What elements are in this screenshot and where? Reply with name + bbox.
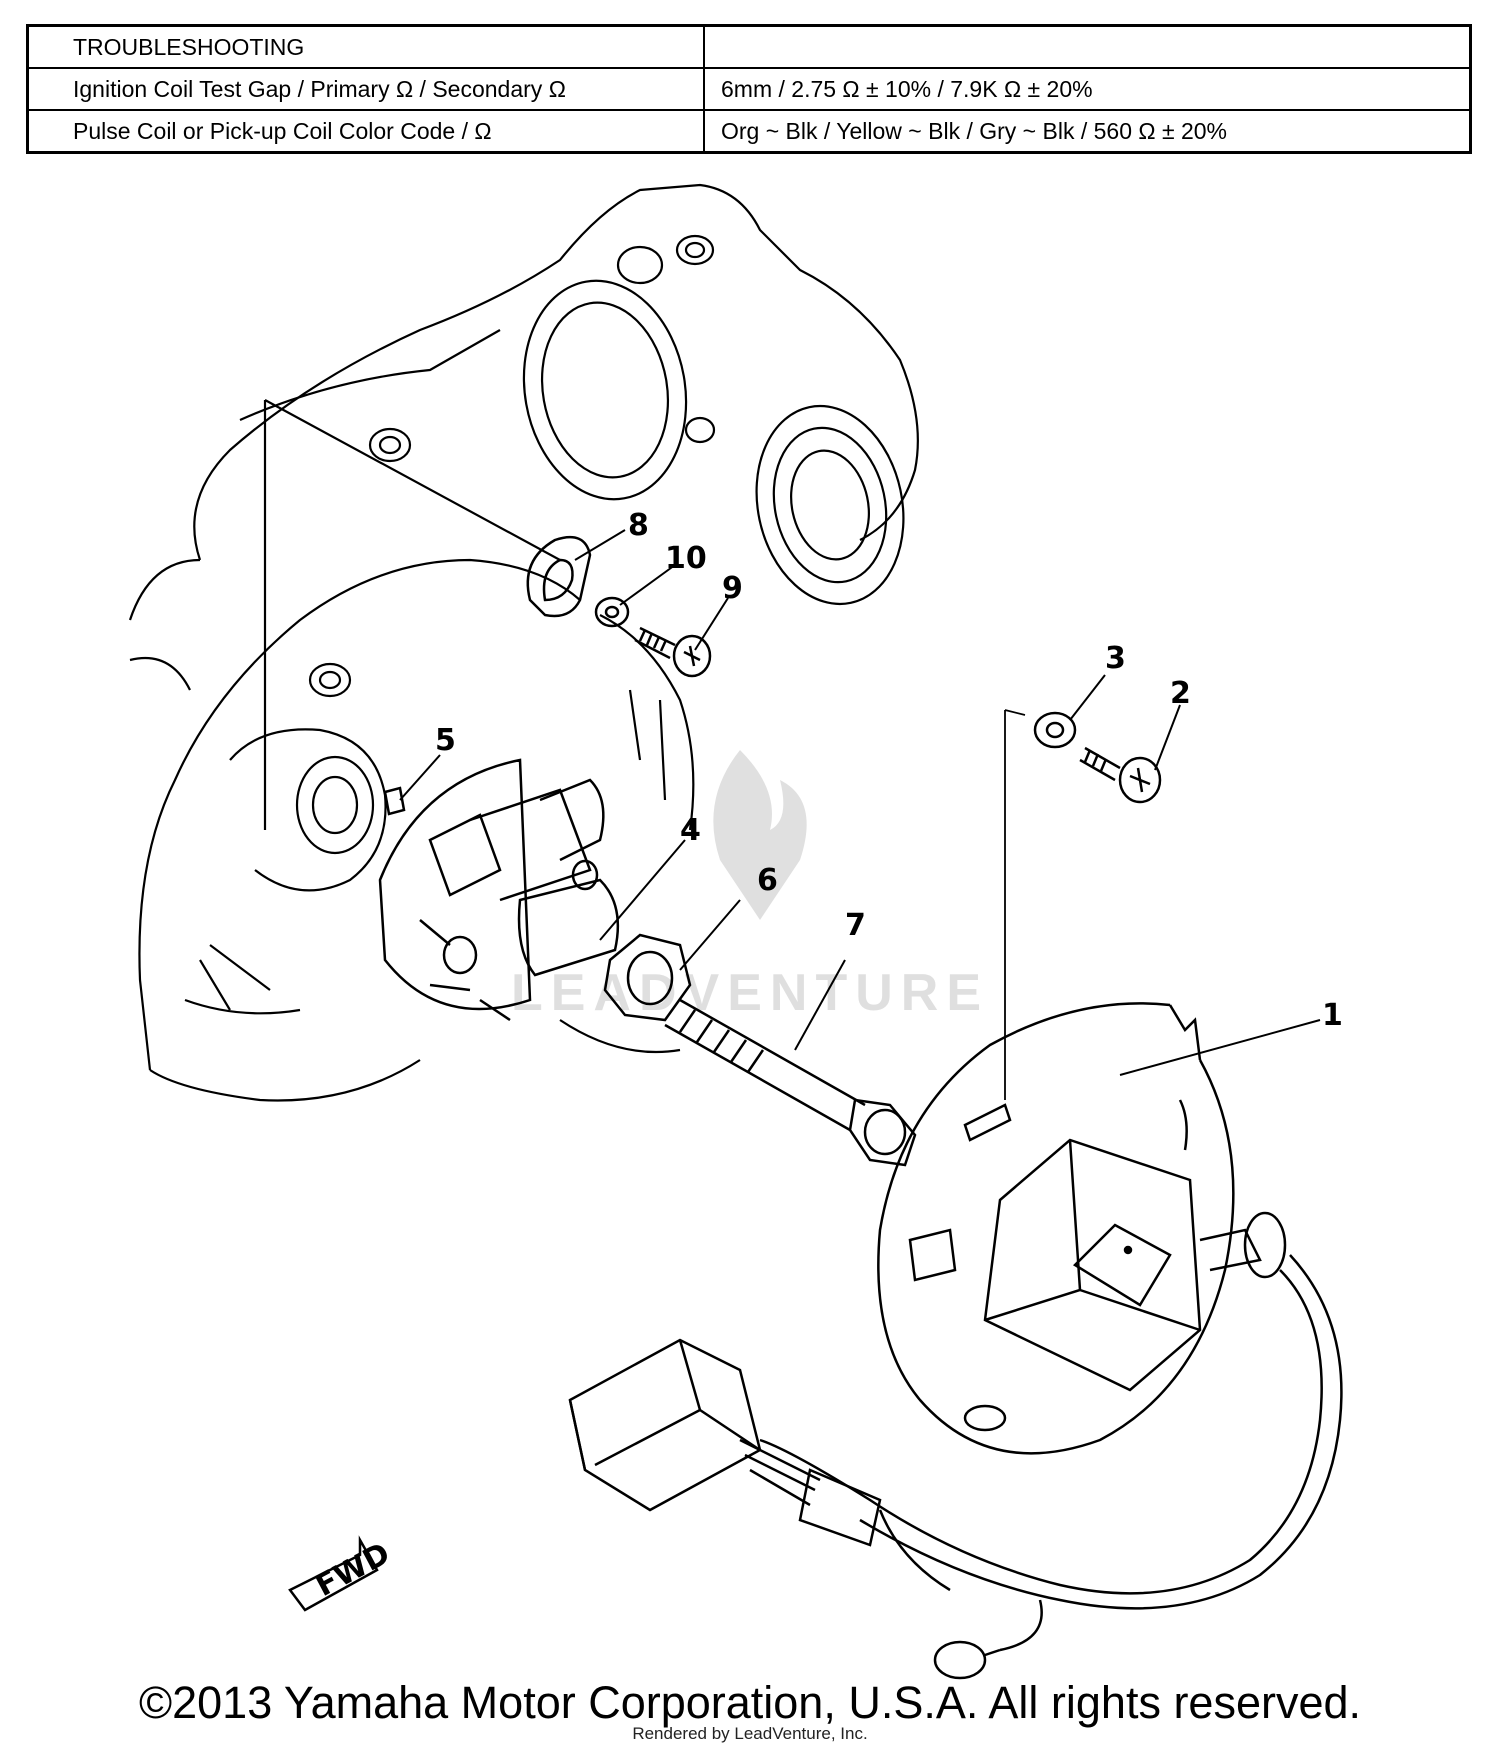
direction-arrow: FWD (288, 1535, 396, 1612)
part-2-screw (1079, 746, 1162, 804)
callout-5: 5 (435, 723, 456, 758)
callout-9: 9 (722, 571, 743, 606)
watermark-flame-icon (713, 750, 807, 920)
part-7-bolt (664, 998, 917, 1167)
copyright-notice: ©2013 Yamaha Motor Corporation, U.S.A. A… (138, 1677, 1362, 1728)
part-8-plate (526, 535, 592, 618)
callout-1: 1 (1322, 998, 1343, 1033)
leader-lines (399, 529, 1321, 1076)
callout-4: 4 (680, 813, 701, 848)
row-value-pulse-coil: Org ~ Blk / Yellow ~ Blk / Gry ~ Blk / 5… (703, 109, 1472, 154)
part-9-screw (634, 626, 712, 678)
callout-7: 7 (845, 908, 866, 943)
table-row: Pulse Coil or Pick-up Coil Color Code / … (26, 109, 1472, 154)
callout-8: 8 (628, 508, 649, 543)
row-label-ignition-coil: Ignition Coil Test Gap / Primary Ω / Sec… (26, 67, 705, 111)
callout-2: 2 (1170, 676, 1191, 711)
rendered-by-notice: Rendered by LeadVenture, Inc. (632, 1724, 868, 1743)
watermark: LEADVENTURE (511, 750, 989, 1022)
table-header-label: TROUBLESHOOTING (26, 24, 705, 69)
table-header-row: TROUBLESHOOTING (26, 24, 1472, 69)
ground-terminal (933, 1599, 1043, 1680)
callout-10: 10 (665, 541, 707, 576)
crankcase-outline (128, 183, 919, 1102)
alignment-line (1004, 709, 1026, 1100)
watermark-text: LEADVENTURE (511, 964, 989, 1022)
callout-6: 6 (757, 863, 778, 898)
direction-label: FWD (310, 1536, 396, 1604)
table-row: Ignition Coil Test Gap / Primary Ω / Sec… (26, 67, 1472, 111)
part-1-stator-assembly (759, 1002, 1343, 1610)
table-header-value (703, 24, 1472, 69)
part-5-key (383, 786, 406, 816)
part-4-governor-assembly (378, 758, 620, 1022)
part-10-washer (594, 596, 630, 628)
part-6-nut (603, 933, 692, 1022)
troubleshooting-table: TROUBLESHOOTING Ignition Coil Test Gap /… (26, 24, 1472, 154)
callout-3: 3 (1105, 641, 1126, 676)
row-value-ignition-coil: 6mm / 2.75 Ω ± 10% / 7.9K Ω ± 20% (703, 67, 1472, 111)
wire-harness-connector (568, 1338, 951, 1592)
part-3-washer (1033, 711, 1077, 749)
row-label-pulse-coil: Pulse Coil or Pick-up Coil Color Code / … (26, 109, 705, 154)
